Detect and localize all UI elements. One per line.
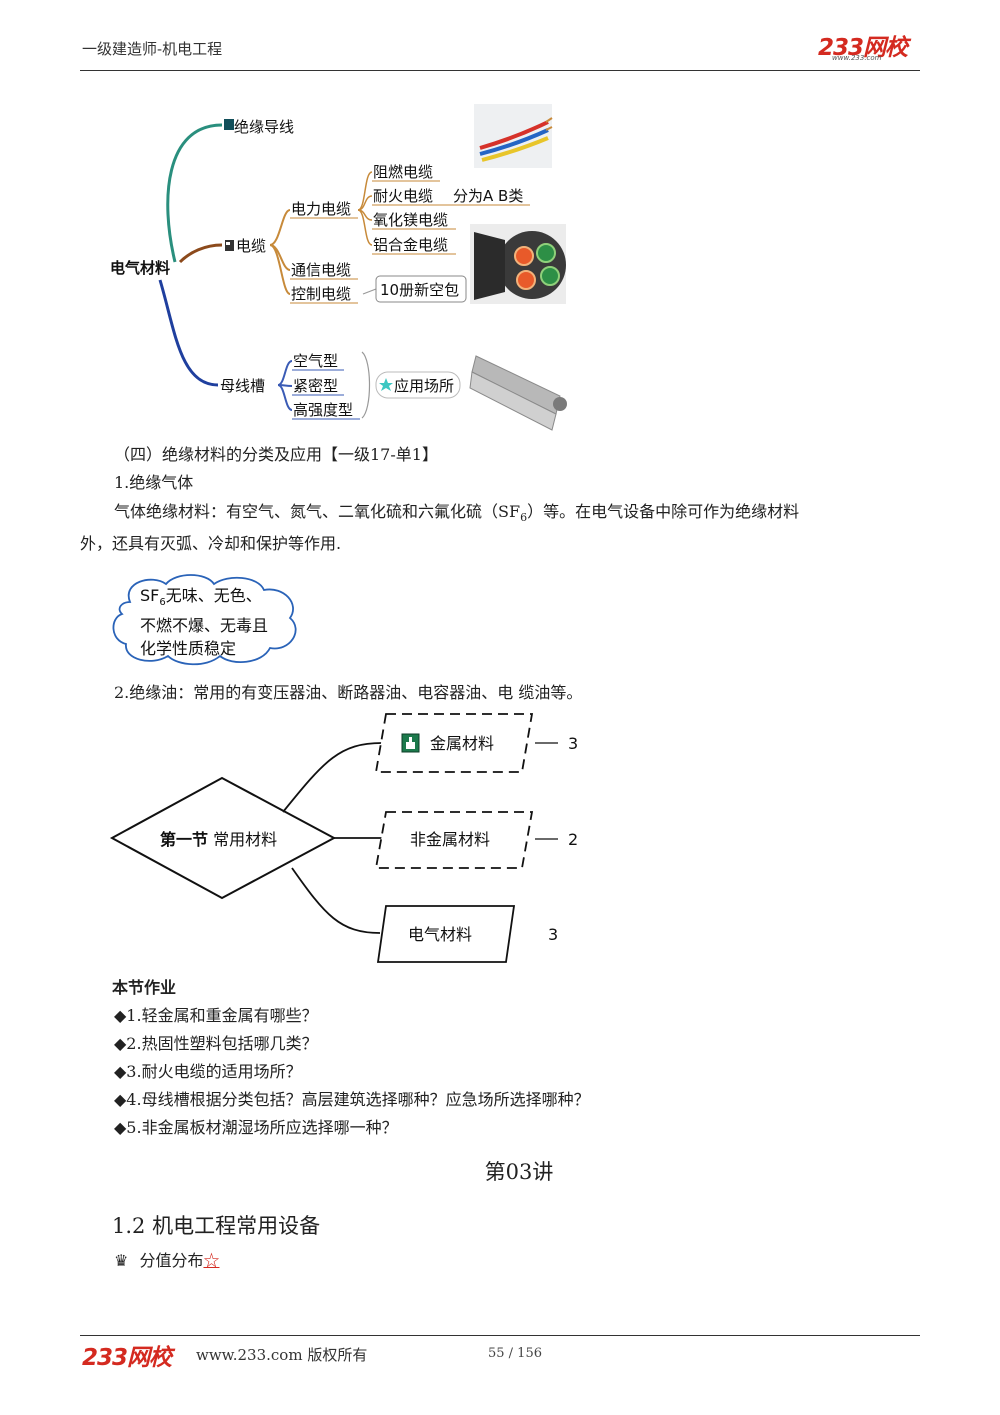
score-distribution: ♛ 分值分布☆	[114, 1251, 220, 1270]
section4-paragraph: 气体绝缘材料：有空气、氮气、二氧化硫和六氟化硫（SF6）等。在电气设备中除可作为…	[114, 502, 800, 525]
branch-metal-label: 金属材料	[430, 734, 494, 753]
power-type-3: 氧化镁电缆	[373, 211, 448, 229]
control-cable-label: 控制电缆	[291, 285, 351, 303]
busway-type-3: 高强度型	[293, 401, 353, 419]
branch-metal-count: 3	[568, 734, 578, 753]
homework-item-5: ◆5.非金属板材潮湿场所应选择哪一种？	[114, 1118, 398, 1137]
branch-nonmetal-count: 2	[568, 830, 578, 849]
branch-cable	[178, 243, 223, 264]
control-note-box	[375, 275, 467, 303]
star-rating-icon: ☆	[203, 1251, 220, 1270]
header-rule	[80, 70, 920, 71]
power-cable-photo	[470, 224, 566, 304]
page-number: 55 / 156	[488, 1346, 542, 1361]
common-materials-mindmap: 第一节 常用材料 金属材料 3 非金属材料 2 电气材料 3	[109, 713, 578, 963]
busway-type-2: 紧密型	[293, 377, 338, 395]
electrical-materials-box	[376, 905, 516, 963]
fire-cable-note: 分为A B类	[453, 187, 523, 205]
section4-item2: 2.绝缘油：常用的有变压器油、断路器油、电容器油、电 缆油等。	[114, 683, 583, 702]
insulated-wire-photo	[474, 104, 553, 168]
section-1-2-heading: 1.2 机电工程常用设备	[112, 1214, 321, 1238]
insulated-wire-label: 绝缘导线	[234, 118, 294, 136]
nonmetal-materials-box	[374, 811, 534, 869]
footer-rule	[80, 1335, 920, 1336]
header-logo-url: www.233.com	[832, 54, 882, 62]
busway-type-1: 空气型	[293, 352, 338, 370]
power-cable-label: 电力电缆	[291, 200, 351, 218]
section4-paragraph-line2: 外，还具有灭弧、冷却和保护等作用.	[80, 534, 342, 553]
power-type-4: 铝合金电缆	[373, 236, 448, 254]
cable-label: 电缆	[236, 237, 266, 255]
busway-note: 应用场所	[394, 377, 454, 395]
branch-electrical-label: 电气材料	[408, 925, 472, 944]
wire-node-icon	[224, 119, 234, 130]
homework-title: 本节作业	[112, 978, 177, 997]
section4-heading: （四）绝缘材料的分类及应用【一级17-单1】	[114, 445, 438, 464]
power-type-2: 耐火电缆	[373, 187, 433, 205]
branch-electrical-count: 3	[548, 925, 558, 944]
branch-nonmetal-label: 非金属材料	[410, 830, 490, 849]
power-type-1: 阻燃电缆	[373, 163, 433, 181]
busway-label: 母线槽	[220, 377, 265, 395]
branch-wire	[166, 123, 223, 263]
lecture-title: 第03讲	[484, 1160, 554, 1184]
header-logo: 233网校	[818, 35, 908, 61]
mindmap2-root: 第一节 常用材料	[160, 830, 277, 849]
crown-icon: ♛	[114, 1251, 129, 1270]
electrical-materials-mindmap: 电气材料 绝缘导线 电缆 电力电缆 阻燃电缆 耐火电缆 分为A B类 氧化镁电缆…	[110, 104, 574, 434]
star-icon	[379, 378, 393, 391]
homework-item-3: ◆3.耐火电缆的适用场所？	[114, 1062, 302, 1081]
homework-item-2: ◆2.热固性塑料包括哪几类？	[114, 1034, 318, 1053]
section4-item1: 1.绝缘气体	[114, 473, 194, 492]
metal-materials-box	[374, 713, 534, 773]
control-cable-note: 10册新空包	[380, 281, 459, 299]
footer-copyright: www.233.com 版权所有	[196, 1346, 368, 1364]
footer-logo: 233网校	[82, 1345, 172, 1371]
mindmap1-root: 电气材料	[110, 259, 170, 277]
branch-busway	[158, 279, 219, 387]
cable-node-icon	[225, 240, 234, 251]
header-title: 一级建造师-机电工程	[82, 40, 223, 58]
comm-cable-label: 通信电缆	[291, 261, 351, 279]
cloud-text: SF6无味、无色、 不燃不爆、无毒且 化学性质稳定	[140, 586, 269, 659]
homework-item-4: ◆4.母线槽根据分类包括？高层建筑选择哪种？应急场所选择哪种？	[114, 1090, 590, 1109]
homework-item-1: ◆1.轻金属和重金属有哪些？	[114, 1006, 318, 1025]
sf6-cloud-callout	[112, 574, 297, 666]
busway-photo	[469, 348, 574, 434]
